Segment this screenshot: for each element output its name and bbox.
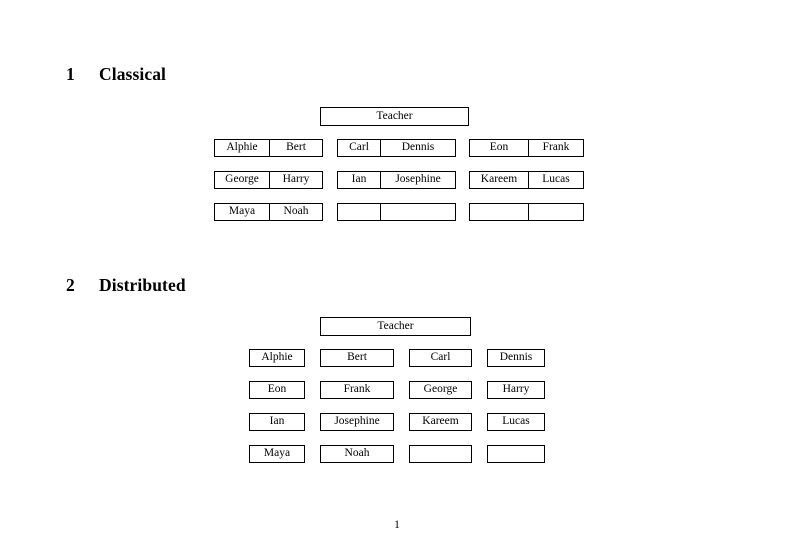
classical-group-middle-row-3 [337,203,456,221]
distributed-cell-r3c2: Josephine [320,413,394,431]
distributed-cell-r2c1: Eon [249,381,305,399]
table-row: George Harry [214,171,323,189]
student-cell: Dennis [380,139,456,157]
table-row: Carl Dennis [337,139,456,157]
classical-group-right-row-1: Eon Frank [469,139,584,157]
student-cell: Kareem [469,171,529,189]
distributed-cell-r2c2: Frank [320,381,394,399]
table-row: Maya [249,445,305,463]
distributed-teacher-box: Teacher [320,317,471,336]
classical-group-middle-row-2: Ian Josephine [337,171,456,189]
distributed-cell-r1c1: Alphie [249,349,305,367]
distributed-cell-r2c3: George [409,381,472,399]
table-row: Lucas [487,413,545,431]
distributed-cell-r1c2: Bert [320,349,394,367]
section-title: Classical [99,64,167,84]
student-cell: Maya [249,445,305,463]
table-row: Josephine [320,413,394,431]
student-cell-empty [528,203,584,221]
table-row: Ian [249,413,305,431]
table-row [487,445,545,463]
section-heading-classical: 1 Classical [66,64,166,85]
table-row: Frank [320,381,394,399]
distributed-cell-r4c4 [487,445,545,463]
table-row [337,203,456,221]
section-title: Distributed [99,275,186,295]
student-cell: Kareem [409,413,472,431]
student-cell: Dennis [487,349,545,367]
distributed-cell-r2c4: Harry [487,381,545,399]
table-row: Teacher [320,317,471,336]
distributed-cell-r1c3: Carl [409,349,472,367]
table-row: Eon Frank [469,139,584,157]
classical-group-middle-row-1: Carl Dennis [337,139,456,157]
student-cell: Eon [469,139,529,157]
table-row: Kareem Lucas [469,171,584,189]
student-cell: Lucas [528,171,584,189]
table-row: Teacher [320,107,469,126]
student-cell: Bert [269,139,323,157]
student-cell: Alphie [214,139,270,157]
table-row: Kareem [409,413,472,431]
classical-group-left-row-3: Maya Noah [214,203,323,221]
student-cell: Noah [269,203,323,221]
classical-group-left-row-1: Alphie Bert [214,139,323,157]
student-cell-empty [337,203,381,221]
table-row: Bert [320,349,394,367]
student-cell: Eon [249,381,305,399]
classical-teacher-box: Teacher [320,107,469,126]
table-row: Dennis [487,349,545,367]
section-number: 1 [66,64,75,84]
classical-group-right-row-2: Kareem Lucas [469,171,584,189]
student-cell: George [214,171,270,189]
student-cell: Noah [320,445,394,463]
distributed-cell-r3c4: Lucas [487,413,545,431]
classical-group-left-row-2: George Harry [214,171,323,189]
student-cell: Carl [337,139,381,157]
table-row: George [409,381,472,399]
section-heading-distributed: 2 Distributed [66,275,186,296]
section-number: 2 [66,275,75,295]
distributed-cell-r1c4: Dennis [487,349,545,367]
classical-group-right-row-3 [469,203,584,221]
distributed-cell-r3c1: Ian [249,413,305,431]
page-number: 1 [394,519,400,531]
student-cell: Alphie [249,349,305,367]
student-cell: Josephine [380,171,456,189]
table-row: Eon [249,381,305,399]
table-row: Ian Josephine [337,171,456,189]
student-cell: Frank [320,381,394,399]
student-cell: Maya [214,203,270,221]
student-cell-empty [409,445,472,463]
table-row: Alphie Bert [214,139,323,157]
table-row: Harry [487,381,545,399]
distributed-cell-r4c1: Maya [249,445,305,463]
student-cell: George [409,381,472,399]
student-cell: Ian [337,171,381,189]
distributed-cell-r4c2: Noah [320,445,394,463]
table-row: Carl [409,349,472,367]
distributed-cell-r3c3: Kareem [409,413,472,431]
student-cell: Josephine [320,413,394,431]
table-row [409,445,472,463]
table-row: Alphie [249,349,305,367]
student-cell: Frank [528,139,584,157]
table-row [469,203,584,221]
student-cell: Carl [409,349,472,367]
student-cell-empty [469,203,529,221]
student-cell: Lucas [487,413,545,431]
distributed-cell-r4c3 [409,445,472,463]
table-row: Maya Noah [214,203,323,221]
student-cell: Ian [249,413,305,431]
teacher-cell: Teacher [320,317,471,336]
student-cell: Bert [320,349,394,367]
table-row: Noah [320,445,394,463]
teacher-cell: Teacher [320,107,469,126]
student-cell: Harry [487,381,545,399]
student-cell-empty [380,203,456,221]
student-cell-empty [487,445,545,463]
student-cell: Harry [269,171,323,189]
